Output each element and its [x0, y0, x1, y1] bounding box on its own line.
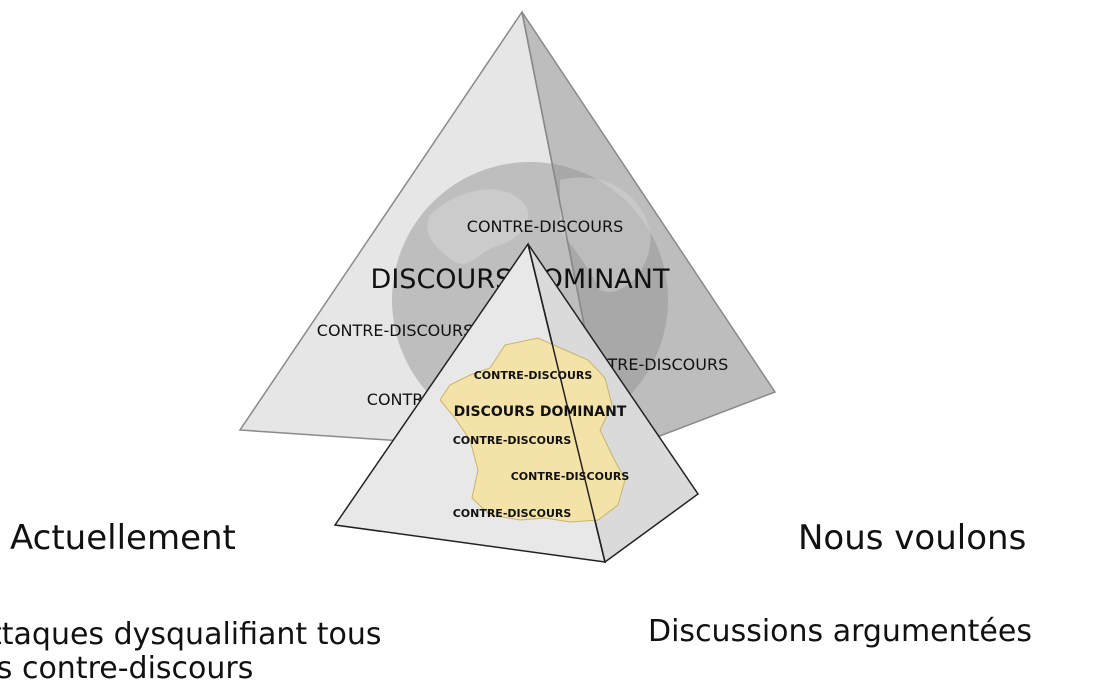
large-contre-left: CONTRE-DISCOURS: [317, 321, 473, 340]
france-map-icon: [439, 337, 626, 523]
small-contre-3: CONTRE-DISCOURS: [511, 470, 630, 483]
right-heading: Nous voulons: [798, 518, 1027, 558]
small-contre-2: CONTRE-DISCOURS: [453, 434, 572, 447]
continent-shape: [427, 189, 529, 264]
continent-shape-2: [560, 177, 651, 292]
left-heading: Actuellement: [10, 518, 236, 558]
small-contre-4: CONTRE-DISCOURS: [453, 507, 572, 520]
large-contre-top: CONTRE-DISCOURS: [467, 217, 623, 236]
left-description: Attaques dysqualifiant tous les contre-d…: [0, 618, 381, 686]
left-description-line1: Attaques dysqualifiant tous: [0, 617, 382, 652]
small-contre-1: CONTRE-DISCOURS: [474, 369, 593, 382]
right-description: Discussions argumentées: [648, 614, 1032, 649]
small-discours-dominant: DISCOURS DOMINANT: [454, 404, 627, 420]
small-pyramid: CONTRE-DISCOURS DISCOURS DOMINANT CONTRE…: [333, 242, 700, 564]
left-description-line2: les contre-discours: [0, 651, 254, 686]
